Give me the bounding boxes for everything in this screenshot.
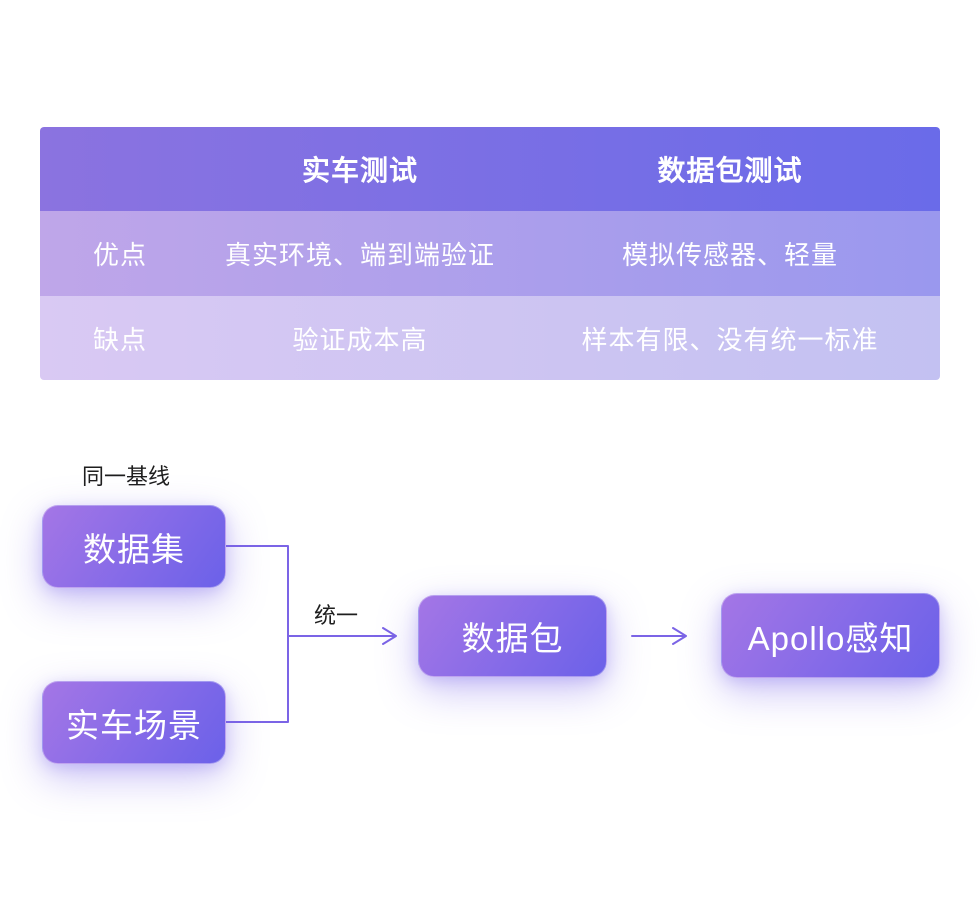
table-cell-pros-data-package: 模拟传感器、轻量	[621, 240, 838, 270]
flow-node-real-vehicle-scene: 实车场景	[42, 681, 226, 764]
table-header-data-package-test: 数据包测试	[657, 155, 803, 186]
table-row-label-pros: 优点	[92, 240, 147, 270]
unify-annotation: 统一	[314, 603, 359, 628]
flow-node-dataset: 数据集	[42, 505, 226, 588]
unify-arrowhead-icon	[382, 627, 397, 645]
merge-connector-line	[225, 545, 289, 723]
table-cell-pros-real-vehicle: 真实环境、端到端验证	[224, 240, 495, 270]
package-to-apollo-arrowhead-icon	[672, 627, 687, 645]
baseline-annotation: 同一基线	[82, 464, 171, 489]
table-header-row: 实车测试 数据包测试	[40, 127, 940, 211]
table-row-label-cons: 缺点	[92, 324, 147, 355]
table-row-cons: 缺点 验证成本高 样本有限、没有统一标准	[40, 296, 940, 380]
flow-node-data-package: 数据包	[418, 595, 607, 677]
table-cell-cons-real-vehicle: 验证成本高	[292, 324, 428, 355]
table-cell-cons-data-package: 样本有限、没有统一标准	[581, 324, 879, 355]
flow-node-apollo-perception: Apollo感知	[721, 593, 940, 678]
comparison-table: 实车测试 数据包测试 优点 真实环境、端到端验证 模拟传感器、轻量 缺点 验证成…	[40, 127, 940, 380]
table-row-pros: 优点 真实环境、端到端验证 模拟传感器、轻量	[40, 211, 940, 296]
table-header-real-vehicle-test: 实车测试	[301, 155, 418, 186]
